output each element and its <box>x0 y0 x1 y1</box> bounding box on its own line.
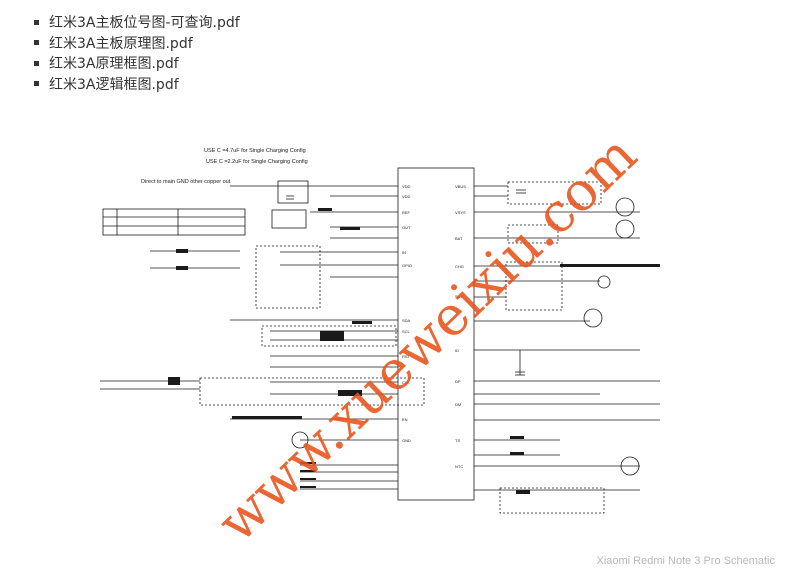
svg-text:VSYS: VSYS <box>455 210 466 215</box>
svg-text:IN: IN <box>402 250 406 255</box>
svg-text:TS: TS <box>455 438 460 443</box>
ic-body <box>397 167 475 501</box>
square-bullet-icon <box>34 81 39 87</box>
schematic-note-3: Direct to main GND other copper out <box>141 179 231 185</box>
schematic-note-1: USE C =4.7uF for Single Charging Config <box>204 148 306 154</box>
svg-text:VDD: VDD <box>402 184 411 189</box>
file-list: 红米3A主板位号图-可查询.pdf 红米3A主板原理图.pdf 红米3A原理框图… <box>34 12 240 94</box>
svg-text:OUT: OUT <box>402 225 411 230</box>
file-link-label: 红米3A逻辑框图.pdf <box>49 76 179 93</box>
svg-text:SNS: SNS <box>455 294 464 299</box>
square-bullet-icon <box>34 19 39 25</box>
svg-text:DM: DM <box>455 402 461 407</box>
square-bullet-icon <box>34 40 39 46</box>
svg-text:BAT: BAT <box>455 236 463 241</box>
svg-text:DP: DP <box>455 379 461 384</box>
svg-text:SCL: SCL <box>402 329 411 334</box>
file-link-board-position[interactable]: 红米3A主板位号图-可查询.pdf <box>34 12 240 33</box>
svg-text:ID: ID <box>455 348 459 353</box>
image-caption: Xiaomi Redmi Note 3 Pro Schematic <box>596 555 775 567</box>
file-link-block-diagram[interactable]: 红米3A原理框图.pdf <box>34 53 240 74</box>
square-bullet-icon <box>34 60 39 66</box>
svg-text:GPIO: GPIO <box>402 263 412 268</box>
svg-text:GND: GND <box>402 438 411 443</box>
svg-text:VDD: VDD <box>402 194 411 199</box>
svg-text:SDA: SDA <box>402 318 411 323</box>
svg-text:VBUS: VBUS <box>455 184 466 189</box>
svg-text:CHG: CHG <box>455 264 464 269</box>
file-link-board-schematic[interactable]: 红米3A主板原理图.pdf <box>34 33 240 54</box>
file-link-logic-diagram[interactable]: 红米3A逻辑框图.pdf <box>34 74 240 95</box>
svg-text:NTC: NTC <box>455 464 463 469</box>
schematic-figure: VDD VDD REF OUT IN GPIO SDA SCL RST CLK EN GND… <box>0 100 805 579</box>
file-link-label: 红米3A主板原理图.pdf <box>49 35 193 52</box>
svg-text:CLK: CLK <box>402 380 410 385</box>
svg-text:REF: REF <box>402 210 411 215</box>
schematic-note-2: USE C =2.2uF for Single Charging Config <box>206 159 308 165</box>
file-link-label: 红米3A主板位号图-可查询.pdf <box>49 15 240 32</box>
schematic-image: VDD VDD REF OUT IN GPIO SDA SCL RST CLK EN GND… <box>100 123 660 554</box>
svg-text:RST: RST <box>402 354 411 359</box>
svg-text:EN: EN <box>402 417 408 422</box>
file-link-label: 红米3A原理框图.pdf <box>49 56 179 73</box>
